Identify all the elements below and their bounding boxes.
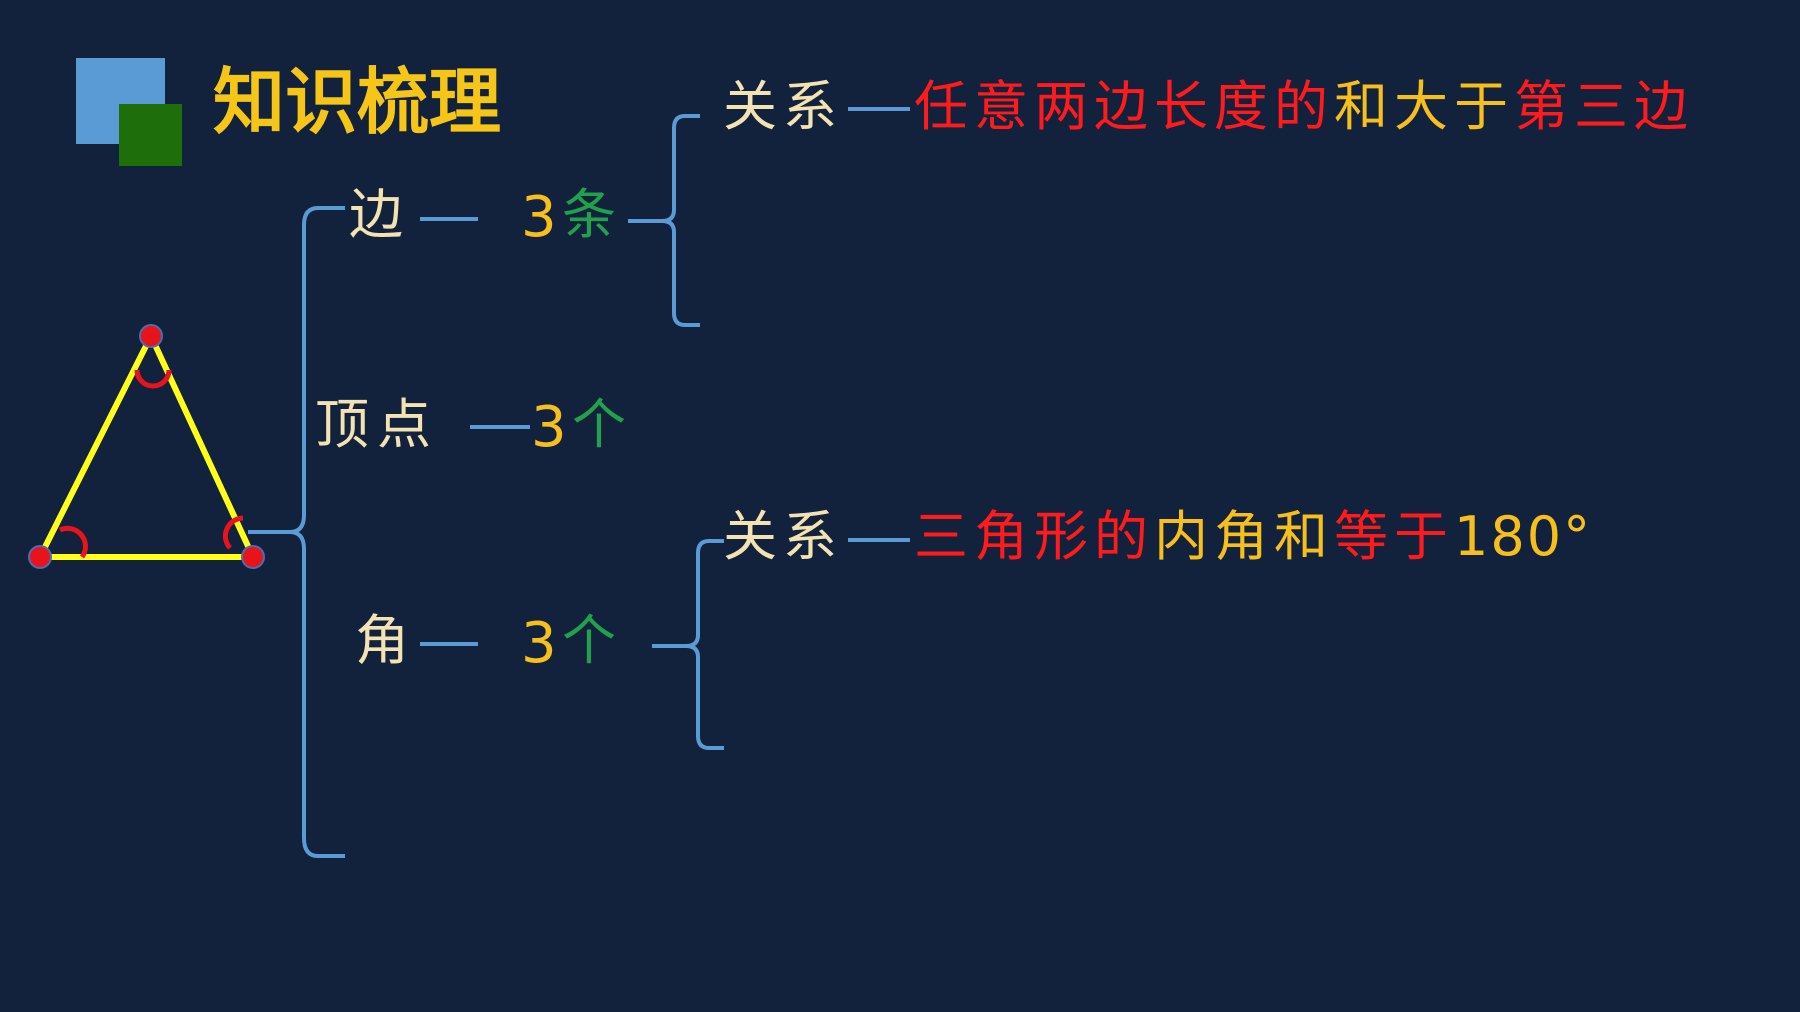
- sides-unit: 条: [562, 183, 616, 246]
- sides-count: 3: [521, 185, 557, 250]
- sides-relation-part2: 和大于: [1334, 75, 1514, 138]
- angles-relation-part2: 内角和: [1154, 505, 1334, 568]
- angles-relation-label: 关系: [723, 505, 843, 568]
- angles-relation-part4: 180°: [1454, 505, 1593, 568]
- angles-label: 角: [355, 609, 409, 672]
- vertices-label: 顶点: [315, 393, 439, 456]
- angle-mark-left: [58, 525, 88, 559]
- main-bracket: [248, 206, 345, 858]
- vertex-dot-right: [241, 545, 265, 569]
- sides-relation-part1: 任意两边长度的: [914, 75, 1334, 138]
- sides-sub-bracket: [628, 114, 700, 327]
- sides-label: 边: [349, 183, 403, 246]
- vertex-dot-left: [28, 545, 52, 569]
- vertices-unit: 个: [572, 393, 626, 456]
- angles-sub-bracket: [652, 539, 724, 750]
- angles-relation-part1: 三角形的: [914, 505, 1154, 568]
- triangle-shape: [37, 333, 256, 560]
- angles-count: 3: [521, 611, 557, 676]
- sides-relation-text: 任意两边长度的和大于第三边: [914, 80, 1694, 134]
- angle-mark-top: [134, 369, 172, 389]
- angles-unit: 个: [562, 609, 616, 672]
- angle-mark-right: [222, 515, 244, 550]
- vertex-dot-top: [139, 324, 163, 348]
- sides-relation-label: 关系: [723, 75, 843, 138]
- vertices-count: 3: [531, 395, 567, 460]
- angles-relation-text: 三角形的内角和等于180°: [914, 510, 1592, 564]
- title-icon-front-square: [119, 104, 182, 166]
- page-title: 知识梳理: [213, 60, 502, 144]
- sides-relation-part3: 第三边: [1514, 75, 1694, 138]
- title-icon: [76, 58, 184, 166]
- angles-relation-part3: 等于: [1334, 505, 1454, 568]
